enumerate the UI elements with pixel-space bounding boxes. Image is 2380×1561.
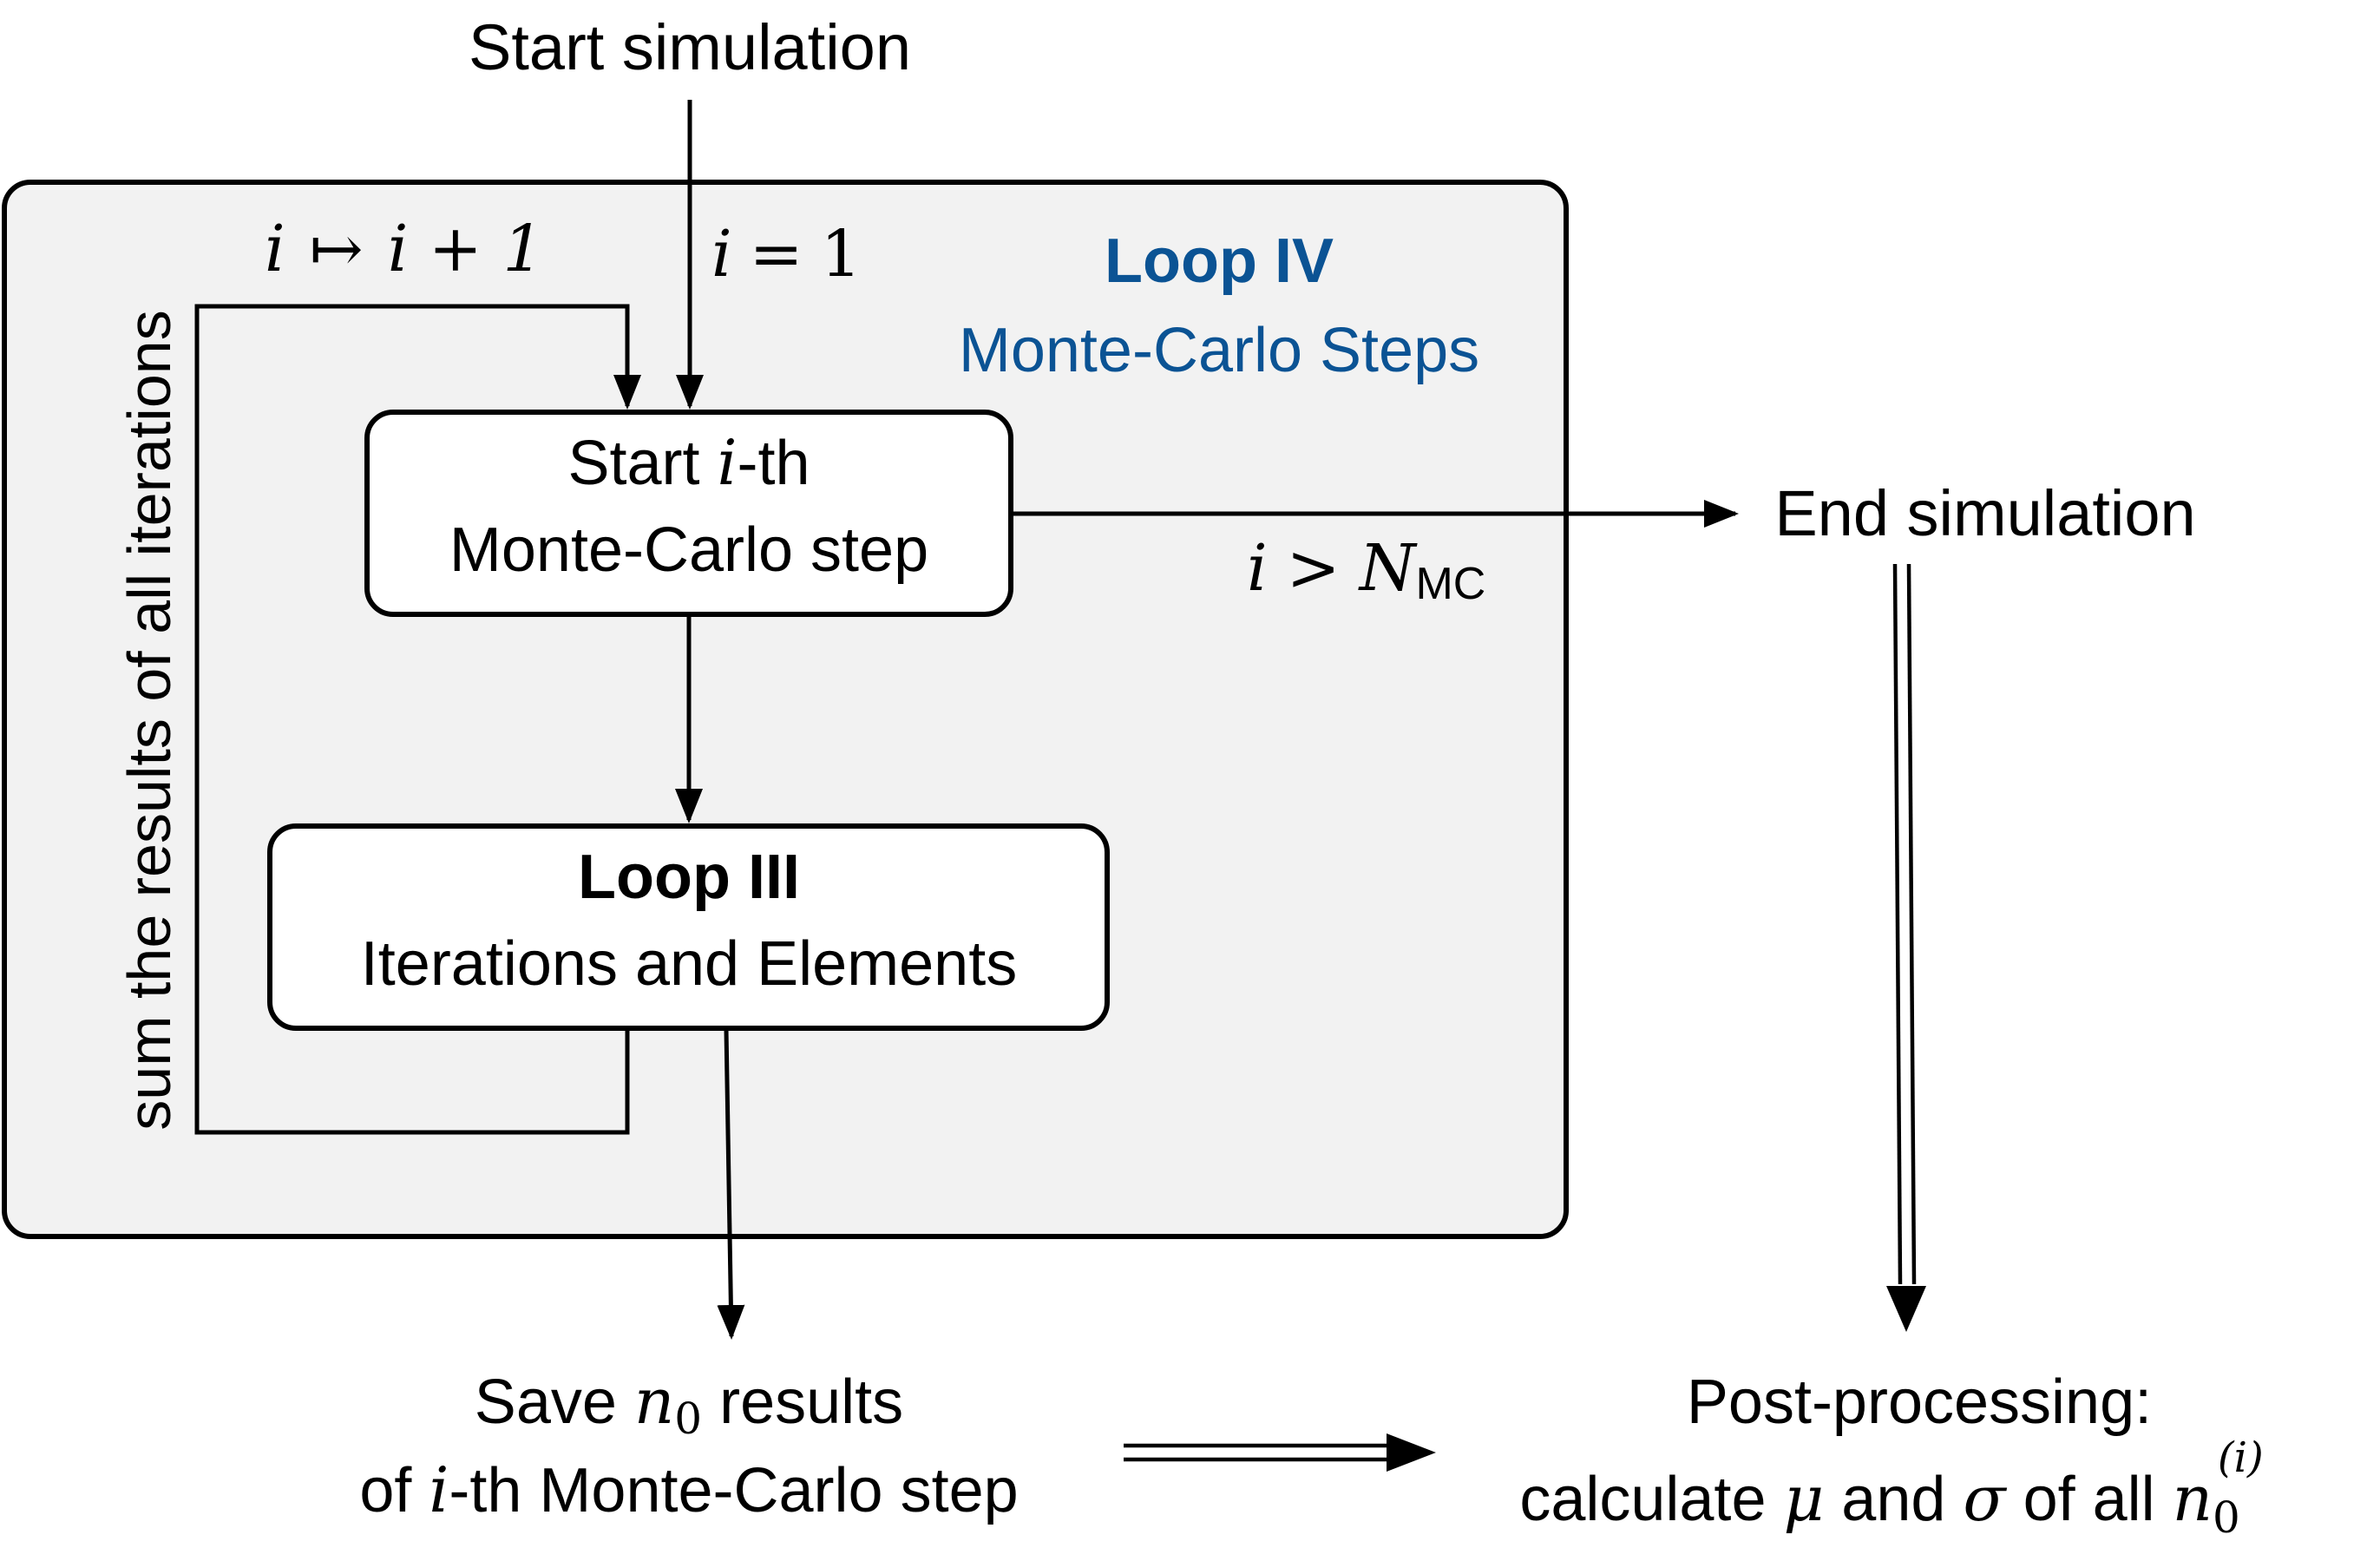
feedback-loop-wire: [194, 304, 641, 1135]
double-arrow-end-to-post: [1886, 563, 1926, 1332]
loop-iii-subtitle: Iterations and Elements: [361, 929, 1017, 999]
increment-label: i↦i + 1: [265, 212, 543, 286]
loop-iii-box: [267, 823, 1110, 1031]
loop-iv-subtitle: Monte-Carlo Steps: [959, 316, 1479, 385]
start-step-line1: Start i-th: [567, 426, 810, 499]
arrow-loop3-to-save: [717, 1029, 745, 1340]
post-processing-line2: calculate μ and σ of all n0(i): [1519, 1433, 2263, 1543]
exit-condition-label: i>NMC: [1247, 531, 1485, 609]
start-simulation-label: Start simulation: [469, 11, 911, 83]
sum-results-label: sum the results of all iterations: [115, 310, 183, 1130]
loop-iii-title: Loop III: [578, 843, 800, 912]
start-step-line2: Monte-Carlo step: [449, 515, 928, 585]
save-results-line2: of i-th Monte-Carlo step: [359, 1453, 1018, 1526]
post-processing-line1: Post-processing:: [1687, 1368, 2152, 1437]
end-simulation-label: End simulation: [1774, 477, 2195, 549]
loop-iv-title: Loop IV: [1105, 226, 1334, 296]
save-results-line1: Save n0 results: [475, 1365, 903, 1444]
double-arrow-save-to-post: [1124, 1433, 1436, 1472]
init-label: i=1: [711, 217, 862, 292]
